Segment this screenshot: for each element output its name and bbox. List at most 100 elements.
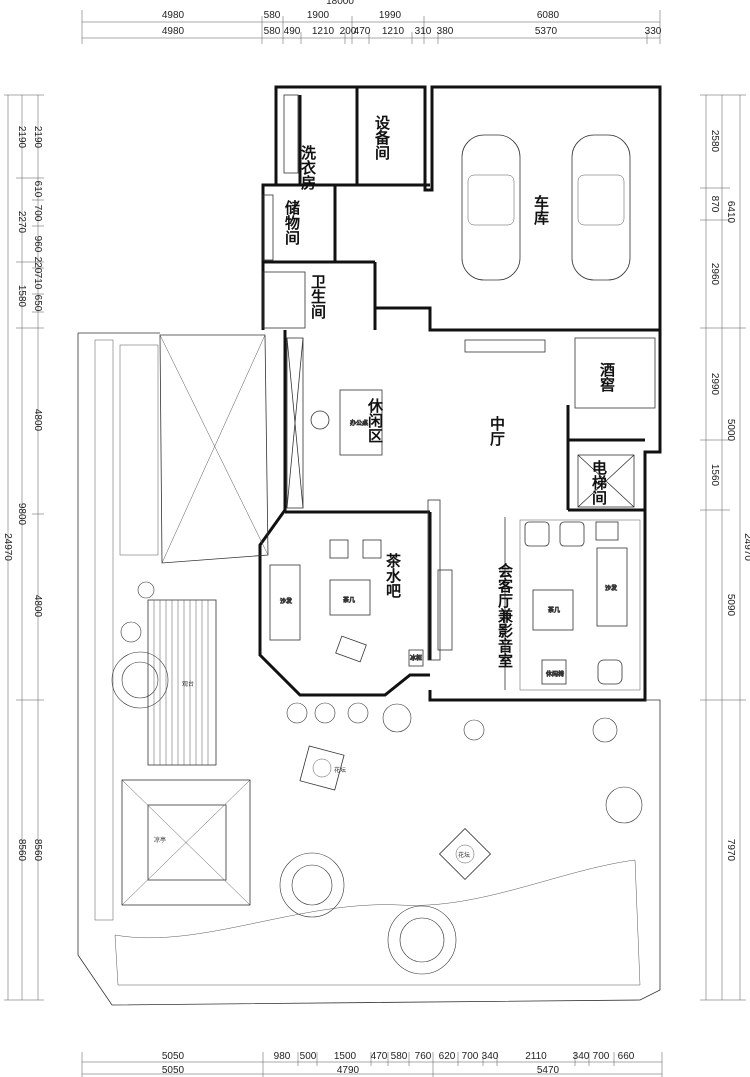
top-dimensions: 18000 4980 580 1900 1990 6080 4980 580 4… <box>81 0 662 44</box>
dim-left-total: 24970 <box>2 533 13 561</box>
room-equipment: 设备间 <box>373 115 391 161</box>
pavilion: 凉亭 <box>121 779 251 906</box>
car-icon <box>571 134 631 281</box>
dim-bottom-14: 660 <box>618 1051 635 1062</box>
dim-left-5: 8560 <box>16 839 27 862</box>
dim-bottom-2: 980 <box>274 1051 291 1062</box>
dim-right-1: 2580 <box>709 130 720 153</box>
dim-left-4: 9800 <box>16 503 27 526</box>
dim-right-3: 2960 <box>709 263 720 286</box>
dim-right-7: 7970 <box>725 839 736 862</box>
guest-room-furniture: 沙发 茶几 休闲椅 <box>524 521 628 685</box>
viewing-deck: 观台 <box>147 599 217 766</box>
planters: 花坛 花坛 <box>299 745 492 881</box>
pavilion-label: 凉亭 <box>154 836 166 844</box>
dim-top2-10: 5370 <box>535 26 558 37</box>
dim-bottom2-2: 4790 <box>337 1065 360 1076</box>
building-walls <box>258 85 662 702</box>
office-desk-label: 办公桌 <box>350 419 368 427</box>
dim-top2-3: 490 <box>284 26 301 37</box>
room-guest: 会客厅兼影音室 <box>496 562 514 668</box>
dim-left-2: 2270 <box>16 211 27 234</box>
dim-left-in-7: 650 <box>32 295 43 312</box>
pool-area <box>159 334 269 564</box>
room-leisure: 休闲区 <box>366 397 384 443</box>
tree-icon <box>387 905 457 975</box>
dim-right-2: 6410 <box>725 201 736 224</box>
garden-boundary <box>77 332 661 1006</box>
dim-left-3: 1580 <box>16 285 27 308</box>
dim-top2-4: 1210 <box>312 26 335 37</box>
dim-bottom-9: 700 <box>462 1051 479 1062</box>
room-garage: 车库 <box>532 194 550 226</box>
room-laundry: 洗衣房 <box>299 144 317 191</box>
dim-left-in-10: 8560 <box>32 839 43 862</box>
dim-bottom-7: 760 <box>415 1051 432 1062</box>
tree-icon <box>279 852 345 918</box>
guest-sofa-label: 沙发 <box>605 584 617 592</box>
dim-top2-11: 330 <box>645 26 662 37</box>
dim-bottom-11: 2110 <box>525 1051 547 1062</box>
dim-top-1: 4980 <box>162 10 185 21</box>
room-elevator: 电梯间 <box>590 459 608 506</box>
dim-bottom-8: 620 <box>439 1051 456 1062</box>
tea-bar-furniture: 沙发 茶几 冰柜 <box>269 539 424 667</box>
dim-top2-8: 310 <box>415 26 432 37</box>
dim-top2-9: 380 <box>437 26 454 37</box>
garage-cars <box>461 134 631 281</box>
dim-top2-6: 470 <box>354 26 371 37</box>
ice-box-label: 冰柜 <box>410 654 422 662</box>
car-icon <box>461 134 521 281</box>
dim-top2-1: 4980 <box>162 26 185 37</box>
dim-right-5: 1560 <box>709 464 720 487</box>
dim-left-in-3: 700 <box>32 205 43 222</box>
dim-bottom-5: 470 <box>371 1051 388 1062</box>
dim-bottom-13: 700 <box>593 1051 610 1062</box>
dim-bottom-12: 340 <box>573 1051 590 1062</box>
dim-right-4: 5000 <box>725 419 736 442</box>
deck-label: 观台 <box>182 680 194 688</box>
dim-left-in-8: 4800 <box>32 409 43 432</box>
room-central-hall: 中厅 <box>488 415 506 447</box>
dim-top-overall: 18000 <box>326 0 354 7</box>
leisure-furniture: 办公桌 <box>310 389 383 456</box>
dim-left-in-9: 4800 <box>32 595 43 618</box>
planter-2-label: 花坛 <box>458 851 470 859</box>
right-dimensions: 2580 870 6410 2960 2990 5000 1560 5090 7… <box>700 94 750 1001</box>
dim-right-in-1: 870 <box>709 196 720 213</box>
dim-bottom2-1: 5050 <box>162 1065 185 1076</box>
left-dimensions: 2190 2270 1580 9800 8560 24970 2190 610 … <box>2 94 44 1001</box>
interior-details <box>262 94 656 691</box>
dim-top2-5: 200 <box>340 26 357 37</box>
dim-top-2: 580 <box>264 10 281 21</box>
dim-top-4: 1990 <box>379 10 402 21</box>
dim-right-total: 24970 <box>742 533 750 561</box>
planter-1-label: 花坛 <box>334 766 346 774</box>
room-wine-cellar: 酒窖 <box>598 362 616 393</box>
dim-top2-2: 580 <box>264 26 281 37</box>
coffee-table-label: 茶几 <box>548 606 560 614</box>
tea-table-label: 茶几 <box>343 596 355 604</box>
dim-top-5: 6080 <box>537 10 560 21</box>
dim-bottom-4: 1500 <box>334 1051 357 1062</box>
dim-left-in-5: 220 <box>32 257 43 274</box>
dim-bottom2-3: 5470 <box>537 1065 560 1076</box>
dim-left-in-4: 960 <box>32 236 43 253</box>
leisure-chair-label: 休闲椅 <box>546 670 564 678</box>
dim-bottom-10: 340 <box>482 1051 499 1062</box>
room-storage: 储物间 <box>283 199 301 246</box>
trees <box>111 581 643 975</box>
dim-right-6: 5090 <box>725 594 736 617</box>
dim-left-in-2: 610 <box>32 181 43 198</box>
dim-bottom-6: 580 <box>391 1051 408 1062</box>
room-labels: 洗衣房 设备间 车库 储物间 卫生间 酒窖 休闲区 中厅 电梯间 茶水吧 会客厅… <box>283 115 616 668</box>
bottom-dimensions: 5050 980 500 1500 470 580 760 620 700 34… <box>81 1051 663 1077</box>
dim-top-3: 1900 <box>307 10 330 21</box>
dim-left-1: 2190 <box>16 126 27 149</box>
dim-top2-7: 1210 <box>382 26 405 37</box>
dim-bottom-1: 5050 <box>162 1051 185 1062</box>
room-bathroom: 卫生间 <box>309 274 327 320</box>
dim-right-in-2: 2990 <box>709 373 720 396</box>
dim-bottom-3: 500 <box>300 1051 317 1062</box>
